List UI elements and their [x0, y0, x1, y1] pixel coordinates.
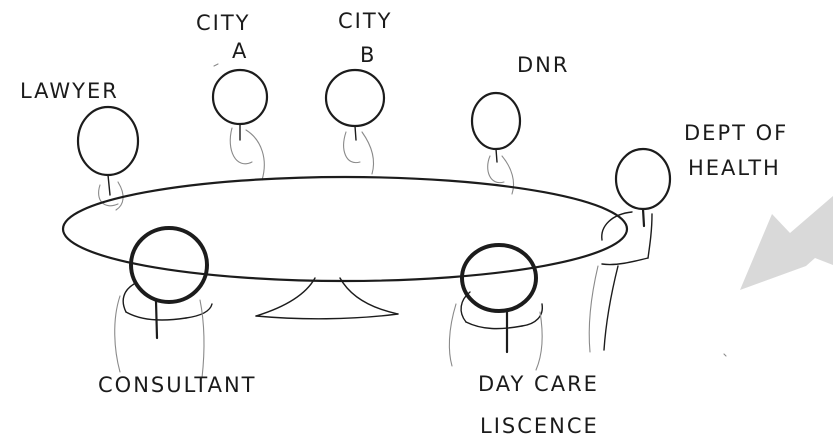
label-dept-line1: DEPT OF	[684, 121, 788, 145]
label-dnr: DNR	[517, 53, 569, 77]
label-city-a-line2: A	[232, 39, 248, 63]
person-lawyer	[76, 105, 140, 211]
label-lawyer: LAWYER	[20, 79, 119, 103]
label-city-b-line2: B	[360, 43, 376, 67]
label-daycare-line1: DAY CARE	[478, 372, 599, 396]
person-dept-of-health	[588, 147, 672, 353]
person-city-a	[211, 68, 269, 181]
gray-arrow-icon	[740, 196, 833, 290]
label-city-a-line1: CITY	[196, 11, 251, 35]
person-dnr	[470, 91, 522, 195]
label-consultant: CONSULTANT	[98, 373, 257, 397]
label-dept-line2: HEALTH	[688, 156, 781, 180]
oval-table	[61, 175, 629, 283]
person-consultant	[114, 226, 213, 379]
label-city-b-line1: CITY	[338, 9, 393, 33]
person-daycare	[448, 243, 543, 371]
label-daycare-line2: LISCENCE	[480, 414, 599, 438]
person-city-b	[324, 68, 386, 175]
